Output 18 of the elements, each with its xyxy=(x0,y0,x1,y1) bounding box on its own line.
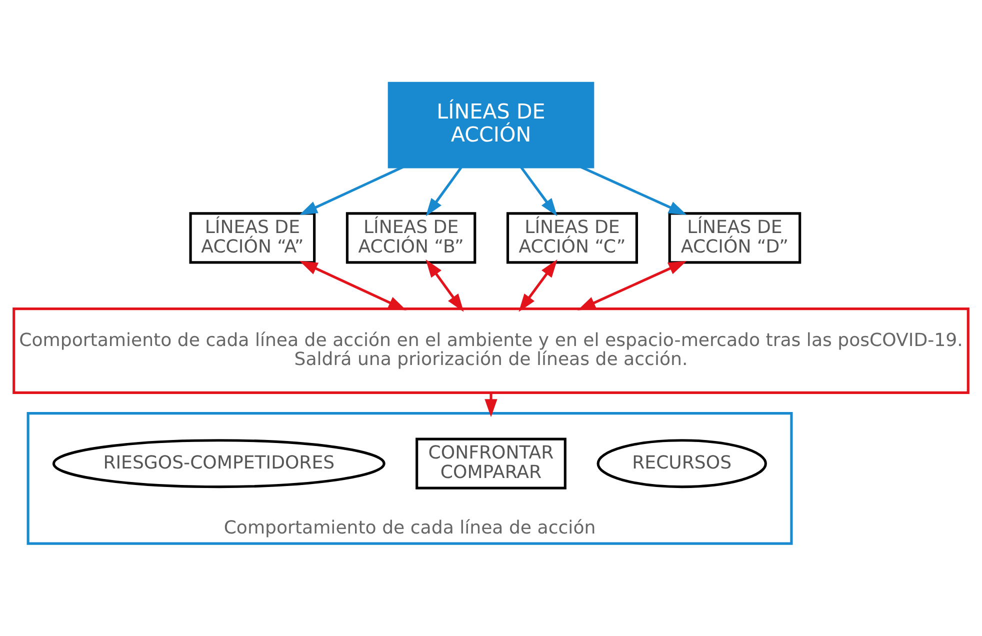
arrow xyxy=(484,392,498,417)
arrow xyxy=(520,166,558,216)
node-box: LÍNEAS DE ACCIÓN “C” xyxy=(506,212,638,264)
arrow xyxy=(580,165,687,214)
node-box: Comportamiento de cada línea de acción en el ambiente y en el espacio-mercado tras las posCOVID-19. Saldrá una priorización de líneas de acción. xyxy=(12,307,970,394)
node-box: LÍNEAS DE ACCIÓN xyxy=(388,81,594,168)
node-box: LÍNEAS DE ACCIÓN “D” xyxy=(668,212,802,264)
arrow xyxy=(299,165,404,214)
arrow xyxy=(426,258,464,312)
arrow xyxy=(577,260,687,310)
arrow xyxy=(518,258,558,312)
node-box: LÍNEAS DE ACCIÓN “B” xyxy=(346,212,476,264)
arrow xyxy=(426,166,462,216)
arrow xyxy=(299,260,406,310)
node-ellipse: RECURSOS xyxy=(596,438,767,488)
node-box: LÍNEAS DE ACCIÓN “A” xyxy=(189,212,316,264)
node-ellipse: RIESGOS-COMPETIDORES xyxy=(52,438,386,488)
node-box: CONFRONTAR COMPARAR xyxy=(416,437,566,489)
